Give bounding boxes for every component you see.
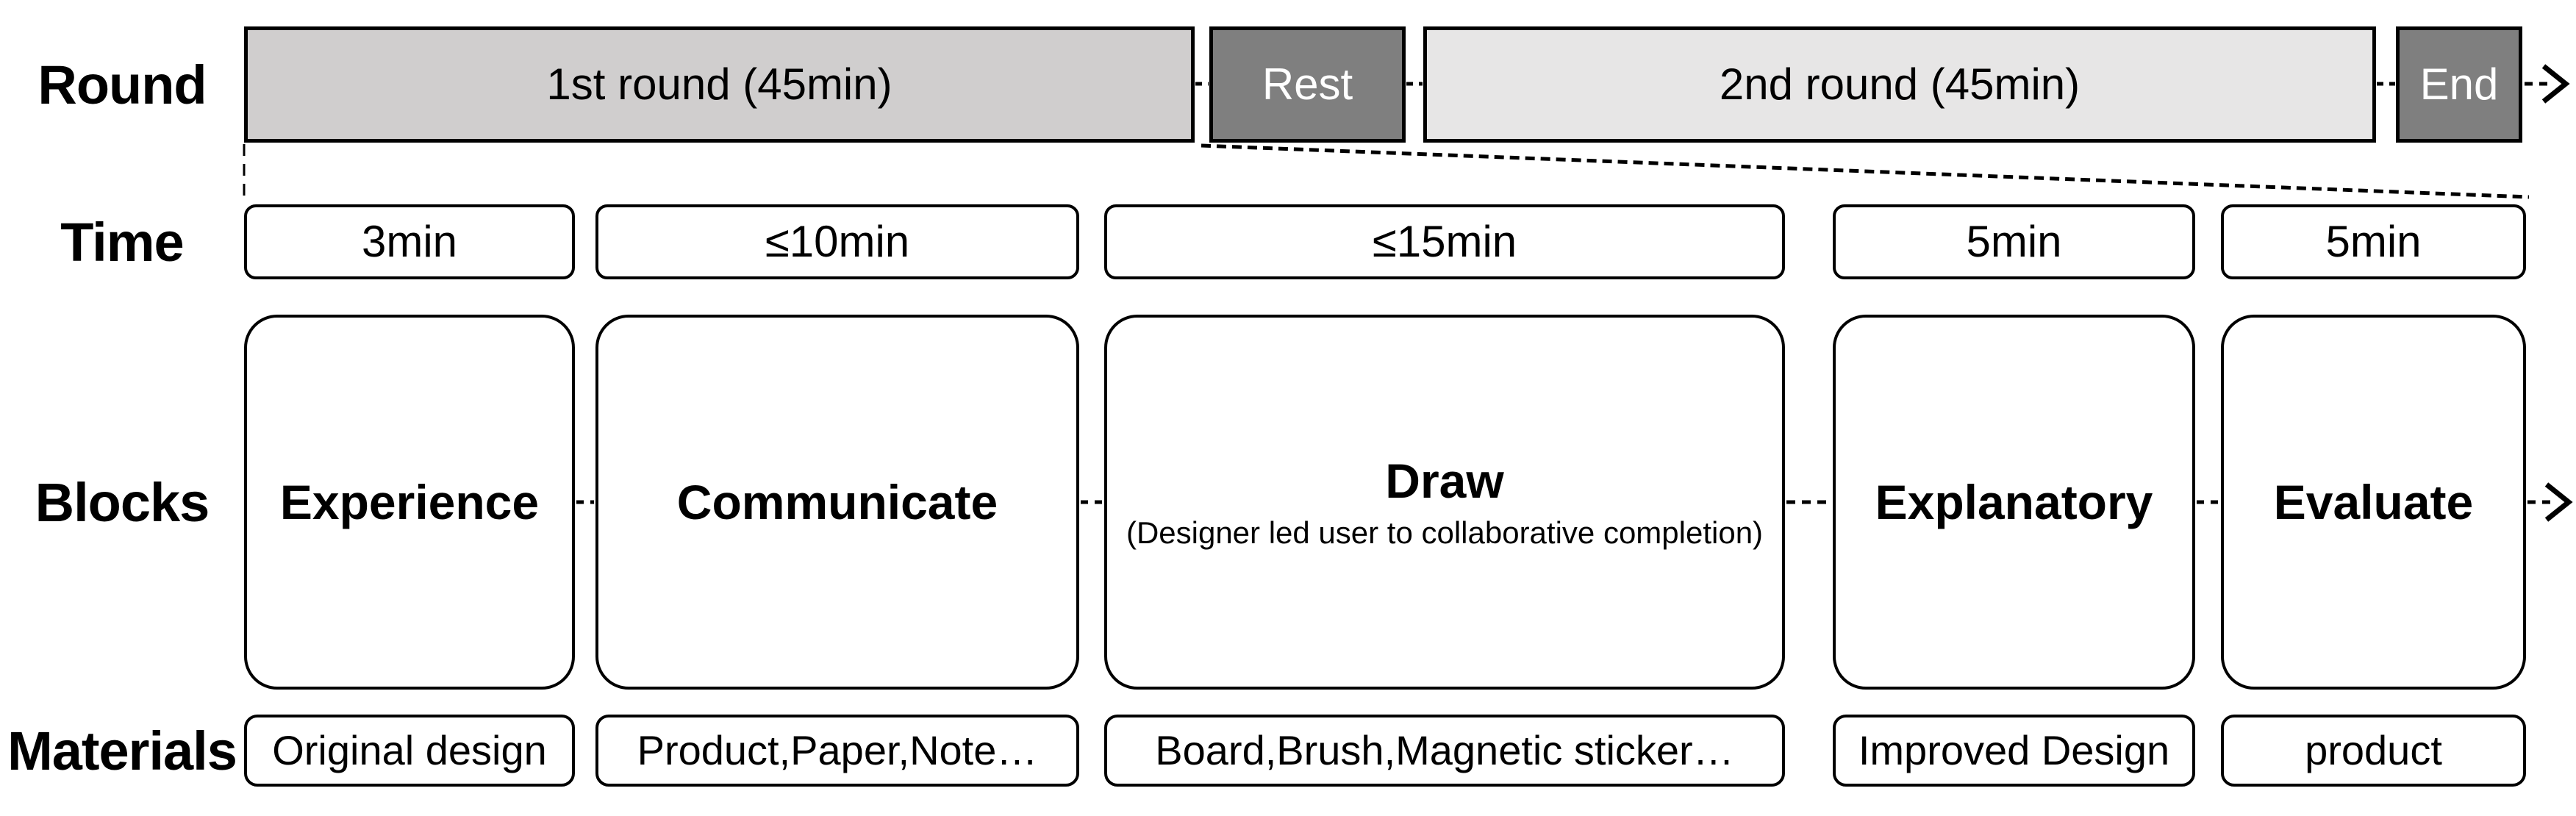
end-arrow-head-icon	[2541, 64, 2570, 104]
block-subtitle: (Designer led user to collaborative comp…	[1126, 515, 1764, 551]
block-title: Draw	[1385, 453, 1504, 508]
materials-value: Original design	[272, 727, 547, 774]
row-label-time: Time	[60, 211, 184, 273]
materials-value: Board,Brush,Magnetic sticker…	[1155, 727, 1734, 774]
time-box-communicate: ≤10min	[595, 204, 1079, 279]
block-title: Evaluate	[2273, 474, 2474, 529]
block-explanatory: Explanatory	[1833, 315, 2195, 690]
materials-box-evaluate: product	[2221, 715, 2526, 787]
round-segment-first-label: 1st round (45min)	[546, 60, 892, 109]
time-box-draw: ≤15min	[1104, 204, 1785, 279]
round-segment-rest-label: Rest	[1262, 60, 1353, 109]
round-segment-first: 1st round (45min)	[244, 26, 1195, 143]
time-value: ≤15min	[1372, 217, 1517, 266]
time-box-explanatory: 5min	[1833, 204, 2195, 279]
block-title: Experience	[279, 474, 540, 529]
round-segment-second: 2nd round (45min)	[1423, 26, 2376, 143]
block-title: Communicate	[676, 474, 998, 529]
materials-value: Improved Design	[1858, 727, 2170, 774]
block-evaluate: Evaluate	[2221, 315, 2526, 690]
materials-box-experience: Original design	[244, 715, 575, 787]
round-segment-end-label: End	[2419, 60, 2499, 109]
block-communicate: Communicate	[595, 315, 1079, 690]
row-label-blocks: Blocks	[35, 471, 210, 533]
time-box-experience: 3min	[244, 204, 575, 279]
materials-box-communicate: Product,Paper,Note…	[595, 715, 1079, 787]
round-segment-end: End	[2396, 26, 2522, 143]
evaluate-arrow-head-icon	[2544, 482, 2573, 522]
time-box-evaluate: 5min	[2221, 204, 2526, 279]
block-title: Explanatory	[1875, 474, 2153, 529]
materials-box-draw: Board,Brush,Magnetic sticker…	[1104, 715, 1785, 787]
block-experience: Experience	[244, 315, 575, 690]
round-segment-rest: Rest	[1209, 26, 1406, 143]
expansion-guide-diagonal-line	[1201, 143, 2530, 199]
row-label-round: Round	[37, 54, 207, 115]
round-segment-second-label: 2nd round (45min)	[1719, 60, 2081, 109]
time-value: ≤10min	[765, 217, 910, 266]
block-draw: Draw (Designer led user to collaborative…	[1104, 315, 1785, 690]
materials-value: product	[2305, 727, 2442, 774]
materials-value: Product,Paper,Note…	[637, 727, 1038, 774]
row-label-materials: Materials	[7, 720, 237, 781]
time-value: 5min	[2325, 217, 2422, 266]
time-value: 5min	[1966, 217, 2062, 266]
time-value: 3min	[361, 217, 458, 266]
materials-box-explanatory: Improved Design	[1833, 715, 2195, 787]
